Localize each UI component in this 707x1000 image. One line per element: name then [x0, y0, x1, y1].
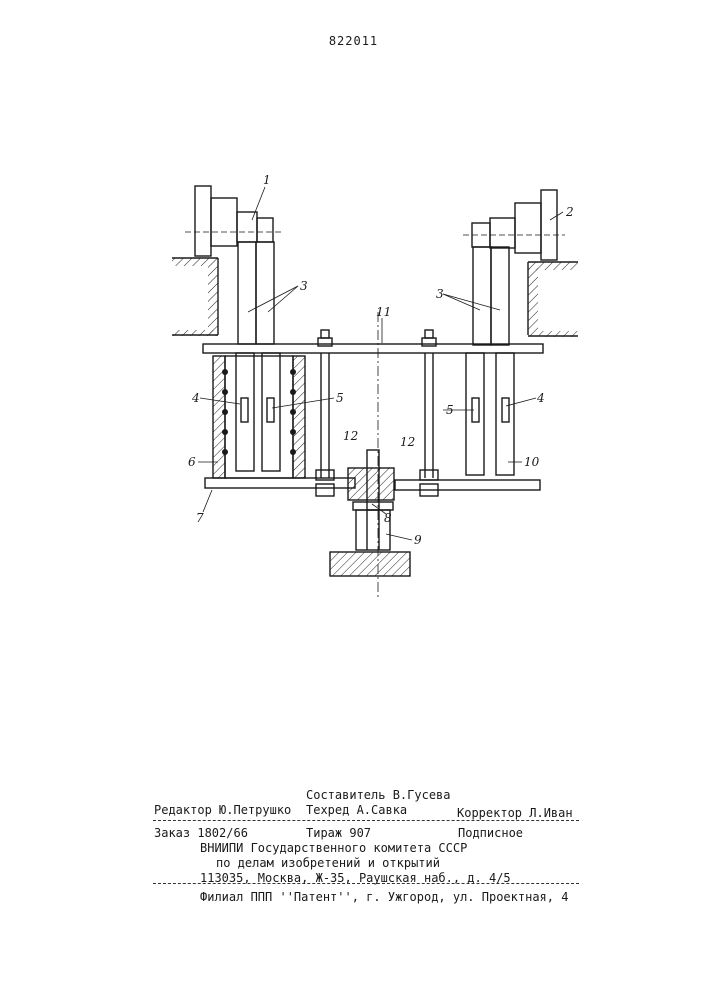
order-line: Заказ 1802/66: [154, 826, 248, 840]
techred-line: Техред А.Савка: [306, 803, 407, 817]
separator-rule: [153, 820, 579, 821]
corrector-line: Корректор Л.Иван: [457, 806, 573, 820]
subscription-line: Подписное: [458, 826, 523, 840]
organization-sub-line: по делам изобретений и открытий: [216, 856, 440, 870]
editor-line: Редактор Ю.Петрушко: [154, 803, 291, 817]
circulation-line: Тираж 907: [306, 826, 371, 840]
organization-line: ВНИИПИ Государственного комитета СССР: [200, 841, 467, 855]
branch-line: Филиал ППП ''Патент'', г. Ужгород, ул. П…: [200, 890, 568, 904]
separator-rule-2: [153, 883, 579, 884]
compiler-line: Составитель В.Гусева: [306, 788, 451, 802]
